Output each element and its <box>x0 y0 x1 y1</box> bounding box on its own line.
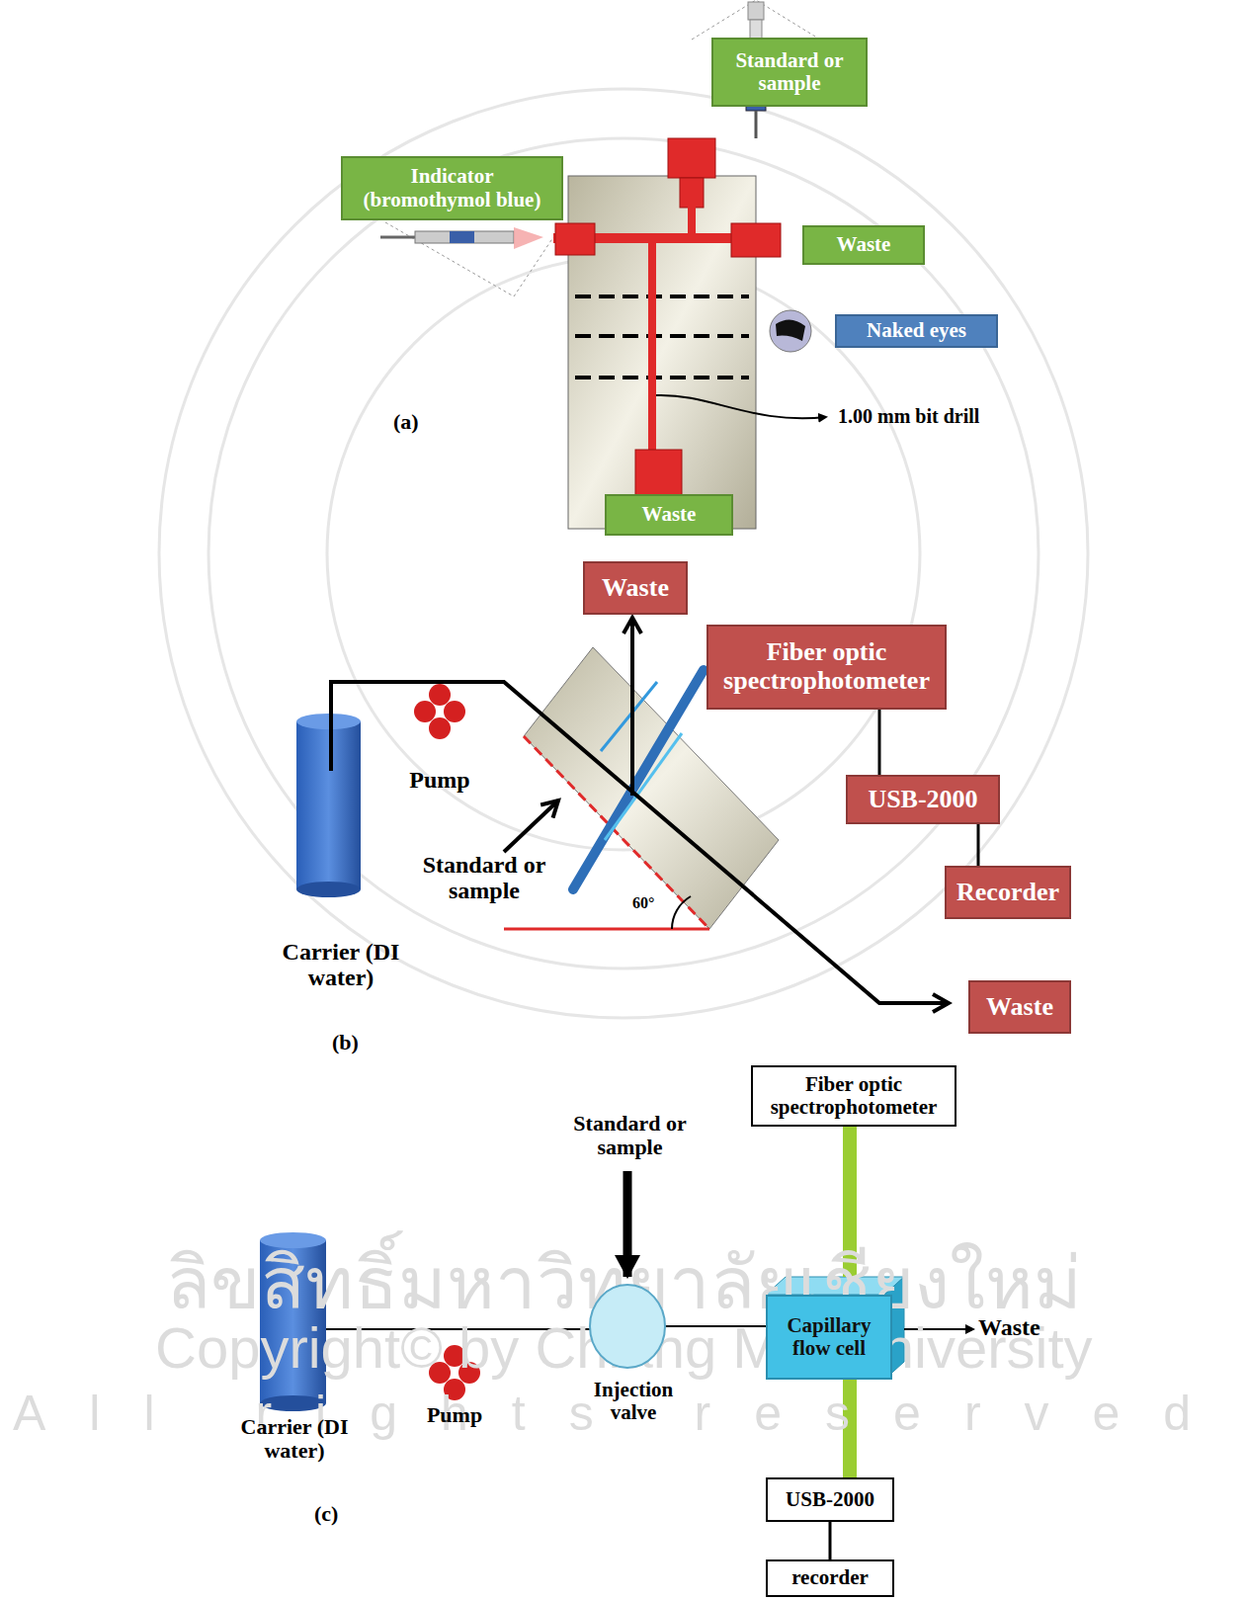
process-box: Fiber optic spectrophotometer <box>706 624 947 710</box>
process-box: recorder <box>765 1559 895 1597</box>
process-box: Capillary flow cell <box>765 1294 893 1380</box>
node-text: USB-2000 <box>863 785 982 815</box>
process-box: Waste <box>968 980 1072 1034</box>
process-box: USB-2000 <box>765 1477 895 1522</box>
label-text: Pump <box>395 766 485 793</box>
process-box: Indicator (bromothymol blue) <box>340 156 564 221</box>
label-text: 60° <box>632 894 672 913</box>
process-box: Waste <box>582 561 688 615</box>
label-text: Standard or sample <box>558 1111 702 1160</box>
node-text: Waste <box>832 233 896 256</box>
process-box: Fiber optic spectrophotometer <box>750 1065 957 1127</box>
label-text: (c) <box>314 1501 374 1526</box>
node-text: Fiber optic spectrophotometer <box>752 1073 955 1119</box>
process-box: Waste <box>802 225 925 265</box>
eye-icon <box>769 310 812 352</box>
label-text: Standard or sample <box>419 851 549 905</box>
valve-circle: Injection valve <box>573 1280 694 1424</box>
label-text: Pump <box>410 1403 499 1427</box>
node-text: Indicator (bromothymol blue) <box>342 165 562 211</box>
label-text: (b) <box>332 1030 392 1055</box>
indicator-syringe <box>380 222 554 297</box>
node-text: USB-2000 <box>781 1488 879 1511</box>
label-text: (a) <box>393 410 453 434</box>
process-box: Naked eyes <box>834 314 998 348</box>
node-text: Standard or sample <box>713 49 866 95</box>
node-text: Waste <box>597 574 673 603</box>
node-text: Recorder <box>952 878 1064 908</box>
valve-shape <box>573 1280 682 1370</box>
connector <box>878 709 882 775</box>
node-text: recorder <box>787 1566 873 1589</box>
node-text: Injection valve <box>573 1378 694 1424</box>
node-text: Waste <box>982 993 1058 1022</box>
process-box: Recorder <box>944 865 1072 919</box>
process-box: Waste <box>604 494 734 536</box>
label-text: 1.00 mm bit drill <box>837 405 1085 427</box>
connector <box>829 1521 832 1560</box>
label-text: Carrier (DI water) <box>266 938 416 992</box>
label-text: Waste <box>978 1314 1078 1340</box>
node-text: Capillary flow cell <box>767 1314 891 1360</box>
process-box: USB-2000 <box>845 774 1000 825</box>
node-text: Naked eyes <box>862 319 971 342</box>
label-text: Carrier (DI water) <box>235 1414 354 1463</box>
node-text: Fiber optic spectrophotometer <box>708 638 945 695</box>
node-text: Waste <box>638 502 701 526</box>
process-box: Standard or sample <box>711 37 868 107</box>
connector <box>977 824 981 866</box>
